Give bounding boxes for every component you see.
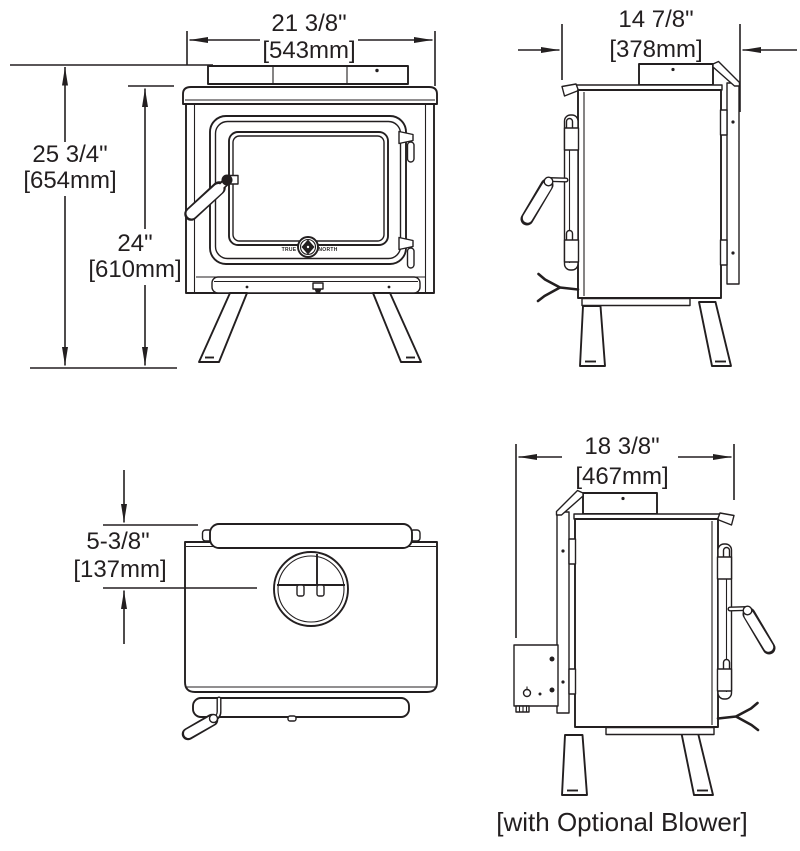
door-handle — [184, 174, 239, 221]
top-heat-shield — [207, 65, 409, 85]
damper-tab — [296, 584, 305, 597]
flue-collar-plan — [273, 551, 349, 627]
caption-optional-blower: [with Optional Blower] — [496, 807, 747, 837]
handle-pivot — [221, 174, 233, 186]
leg — [372, 292, 422, 363]
dim-blower-depth-in: 18 3/8" — [584, 433, 659, 460]
hinge-top — [398, 130, 414, 145]
logo-text-north: NORTH — [318, 247, 337, 253]
hinge-bottom — [398, 236, 414, 251]
dim-side-depth-in: 14 7/8" — [618, 6, 693, 33]
plan-view — [181, 523, 438, 741]
brand-logo: TRUE NORTH — [282, 236, 337, 258]
dim-side-depth-mm: [378mm] — [609, 36, 702, 63]
stove-body-plan — [184, 541, 438, 693]
side-view — [527, 62, 740, 367]
door-latch-knob — [312, 282, 324, 290]
dim-front-width-mm: [543mm] — [262, 37, 355, 64]
door-glass-inner — [232, 135, 385, 242]
dim-overall-height-in: 25 3/4" — [32, 141, 107, 168]
leg — [198, 292, 248, 363]
dim-top-height-in: 24" — [117, 230, 152, 257]
hinge-pin-bottom — [406, 247, 415, 269]
ash-lip-plan — [192, 697, 410, 718]
handle-collar — [208, 713, 219, 724]
door-handle-plan — [181, 696, 222, 741]
stove-top-plate — [182, 86, 438, 105]
dim-overall-height-mm: [654mm] — [23, 167, 116, 194]
blower-knob — [522, 688, 532, 698]
dim-flue-offset-mm: [137mm] — [73, 556, 166, 583]
front-view: TRUE NORTH — [182, 65, 438, 363]
dimension-annotations: 21 3/8" [543mm] 25 3/4" [654mm] 24" [610… — [10, 6, 797, 837]
dim-blower-depth-mm: [467mm] — [575, 463, 668, 490]
hinge-pin-top — [406, 141, 415, 163]
damper-tab — [316, 584, 325, 597]
door-plan — [209, 523, 413, 549]
dim-top-height-mm: [610mm] — [88, 256, 181, 283]
dim-front-width-in: 21 3/8" — [271, 10, 346, 37]
blower-box — [513, 644, 559, 713]
dim-flue-offset-in: 5-3/8" — [86, 528, 149, 555]
logo-text-true: TRUE — [282, 247, 297, 253]
blower-side-view — [513, 491, 769, 796]
